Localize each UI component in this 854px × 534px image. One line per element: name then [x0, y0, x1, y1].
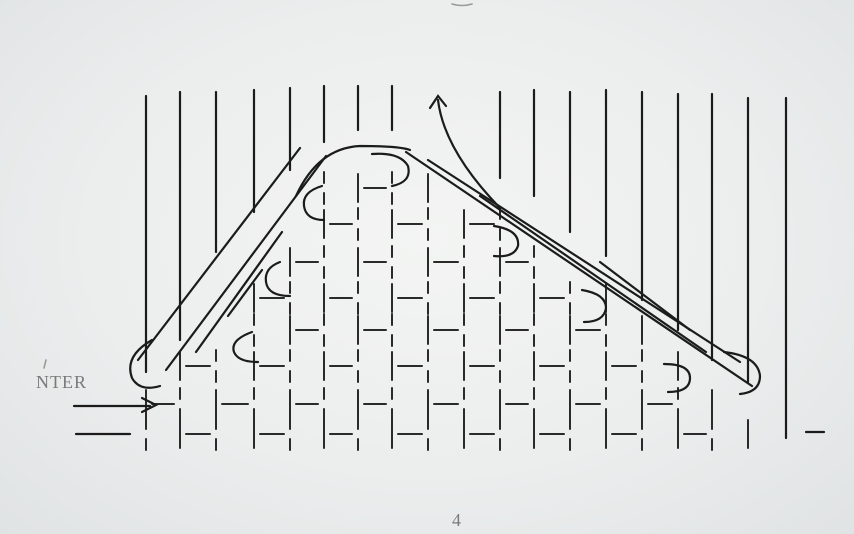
- exit-strand: [438, 100, 500, 208]
- diagonal-strand: [600, 262, 690, 330]
- enter-annotation: NTER: [36, 360, 87, 392]
- loop-left: [266, 262, 290, 296]
- diagonal-strand: [138, 148, 300, 360]
- loop-left: [304, 186, 324, 220]
- loop-right: [494, 226, 518, 256]
- diagonal-strand: [480, 196, 706, 352]
- top-edge-mark: [452, 4, 472, 6]
- loop-right: [582, 290, 606, 322]
- weft-turn-loops: [130, 146, 760, 394]
- enter-label: NTER: [36, 372, 87, 392]
- diagonal-strand: [196, 232, 282, 352]
- diagonal-strand: [228, 270, 262, 316]
- left-edge-strands: [138, 148, 326, 370]
- right-edge-strands: [406, 152, 752, 386]
- page-number: 4: [452, 510, 462, 530]
- diagonal-strand: [428, 160, 740, 362]
- warp-threads: [146, 86, 786, 438]
- tick-mark: [44, 360, 46, 368]
- entry-arrow: [74, 398, 156, 412]
- loop-top: [372, 154, 409, 186]
- loop-right: [724, 352, 760, 394]
- diagonal-strand: [406, 152, 752, 386]
- woven-area: [146, 172, 748, 450]
